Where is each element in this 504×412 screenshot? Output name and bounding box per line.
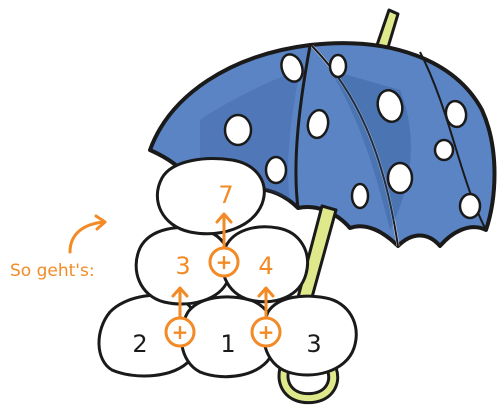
pyramid-bottom-value-3: 3 [306,330,321,358]
pyramid-bubbles [97,157,358,379]
plus-circle-icon: + [164,316,196,348]
caption-text: So geht's: [10,261,95,281]
up-arrow-icon [171,286,189,320]
bubble-top [155,157,266,236]
curved-arrow-icon [68,214,107,254]
pyramid-top-value: 7 [218,181,233,209]
pyramid-middle-value-2: 4 [258,252,273,280]
plus-circle-icon: + [250,316,282,348]
svg-text:+: + [258,320,275,344]
pyramid-bottom-value-1: 2 [132,330,147,358]
plus-circle-icon: + [208,246,240,278]
bubble-middle-right [220,225,309,304]
up-arrow-icon [215,212,233,248]
pyramid-middle-value-1: 3 [175,252,190,280]
up-arrow-icon [257,286,275,320]
pyramid-bottom-value-2: 1 [220,330,235,358]
svg-text:+: + [216,250,233,274]
bubble-bottom-right [261,294,358,377]
svg-text:+: + [172,320,189,344]
